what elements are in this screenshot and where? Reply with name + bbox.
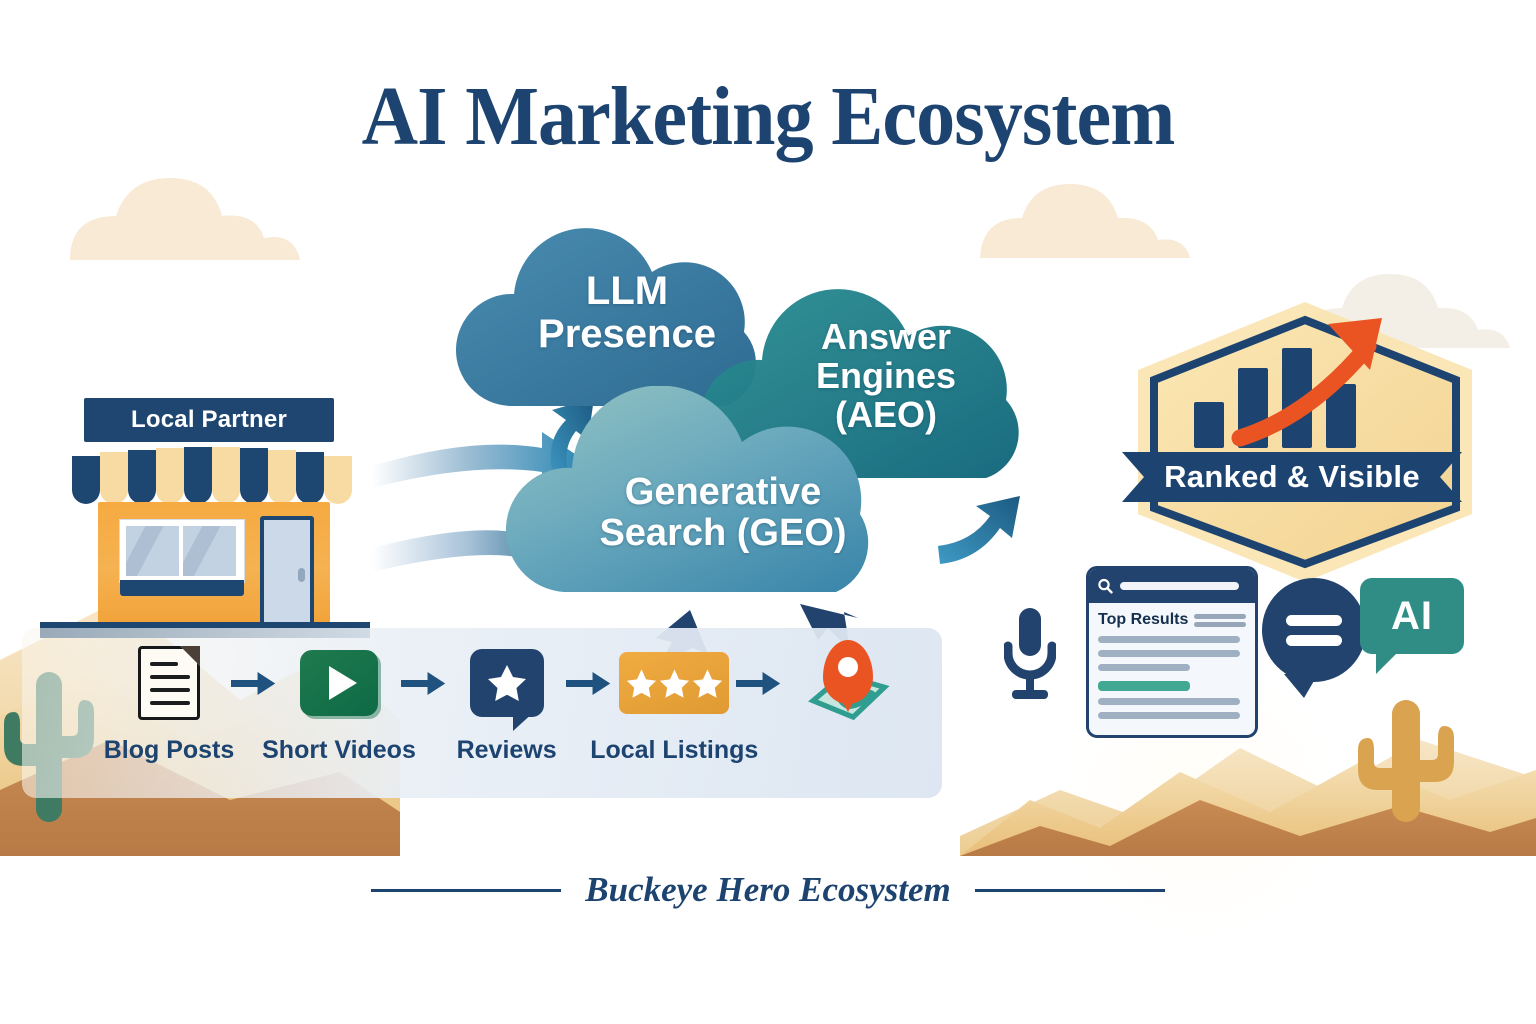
cloud-generative-search: Generative Search (GEO) <box>498 385 948 604</box>
ai-bubble: AI <box>1360 578 1464 674</box>
pipeline-arrow-2 <box>398 640 450 726</box>
pipeline-item-short-videos[interactable]: Short Videos <box>262 640 416 765</box>
pipeline-arrow-4 <box>733 640 785 726</box>
cloud-geo-label: Generative Search (GEO) <box>599 471 847 555</box>
card-search-bar[interactable] <box>1089 569 1255 603</box>
document-icon <box>138 640 200 726</box>
local-partner-storefront: Local Partner <box>40 398 372 648</box>
footer-rule-right <box>974 888 1165 892</box>
footer-rule-left <box>371 888 562 892</box>
pipeline-item-map[interactable] <box>785 640 910 754</box>
result-line-highlighted <box>1098 681 1190 691</box>
map-pin-icon <box>793 640 903 744</box>
badge-ribbon-label: Ranked & Visible <box>1164 459 1420 494</box>
pipeline-item-local-listings[interactable]: Local Listings <box>590 640 758 765</box>
search-icon <box>1098 578 1113 594</box>
window-ledge <box>120 580 244 596</box>
ai-bubble-label: AI <box>1360 578 1464 654</box>
review-bubble-star-icon <box>469 640 544 731</box>
footer-label: Buckeye Hero Ecosystem <box>585 870 951 909</box>
growth-arrow-icon <box>1231 318 1382 447</box>
pipeline-item-reviews[interactable]: Reviews <box>450 640 563 765</box>
pipeline-arrow-1 <box>228 640 280 726</box>
card-header-dashes <box>1194 613 1246 627</box>
three-star-rating-icon <box>619 640 730 726</box>
pipeline-label: Reviews <box>456 736 557 764</box>
result-line <box>1098 650 1241 657</box>
cloud-llm-presence: LLM Presence <box>452 222 802 422</box>
play-video-icon <box>300 640 378 726</box>
cactus-right-icon <box>1358 700 1454 822</box>
door-knob-icon <box>298 568 305 582</box>
microphone-icon[interactable] <box>1004 606 1056 702</box>
search-results-card[interactable]: Top Results <box>1086 566 1258 738</box>
cloud-llm-label: LLM Presence <box>538 269 716 357</box>
pipeline-item-blog-posts[interactable]: Blog Posts <box>104 640 234 765</box>
storefront-door <box>260 516 314 622</box>
pipeline-arrow-3 <box>563 640 615 726</box>
pipeline-label: Blog Posts <box>103 736 235 764</box>
pipeline-label: Local Listings <box>590 736 759 764</box>
arrow-geo-to-badge <box>938 496 1020 564</box>
footer: Buckeye Hero Ecosystem <box>0 870 1536 910</box>
awning <box>72 447 352 504</box>
storefront-sign: Local Partner <box>84 398 334 442</box>
result-line <box>1098 664 1190 671</box>
ranked-visible-badge <box>1122 296 1488 588</box>
search-input-placeholder <box>1120 582 1239 590</box>
storefront-body <box>98 502 330 624</box>
chat-bubble-icon <box>1262 578 1366 698</box>
page-title: AI Marketing Ecosystem <box>361 70 1176 163</box>
result-line <box>1098 636 1241 643</box>
result-line <box>1098 712 1241 719</box>
cloud-aeo-label: Answer Engines (AEO) <box>815 316 957 435</box>
storefront-window <box>120 520 244 582</box>
badge-ribbon <box>1122 452 1462 502</box>
pipeline-label: Short Videos <box>262 736 416 764</box>
content-pipeline: Blog Posts Short Videos Reviews <box>104 640 910 790</box>
result-line <box>1098 698 1241 705</box>
card-header-label: Top Results <box>1098 611 1189 628</box>
